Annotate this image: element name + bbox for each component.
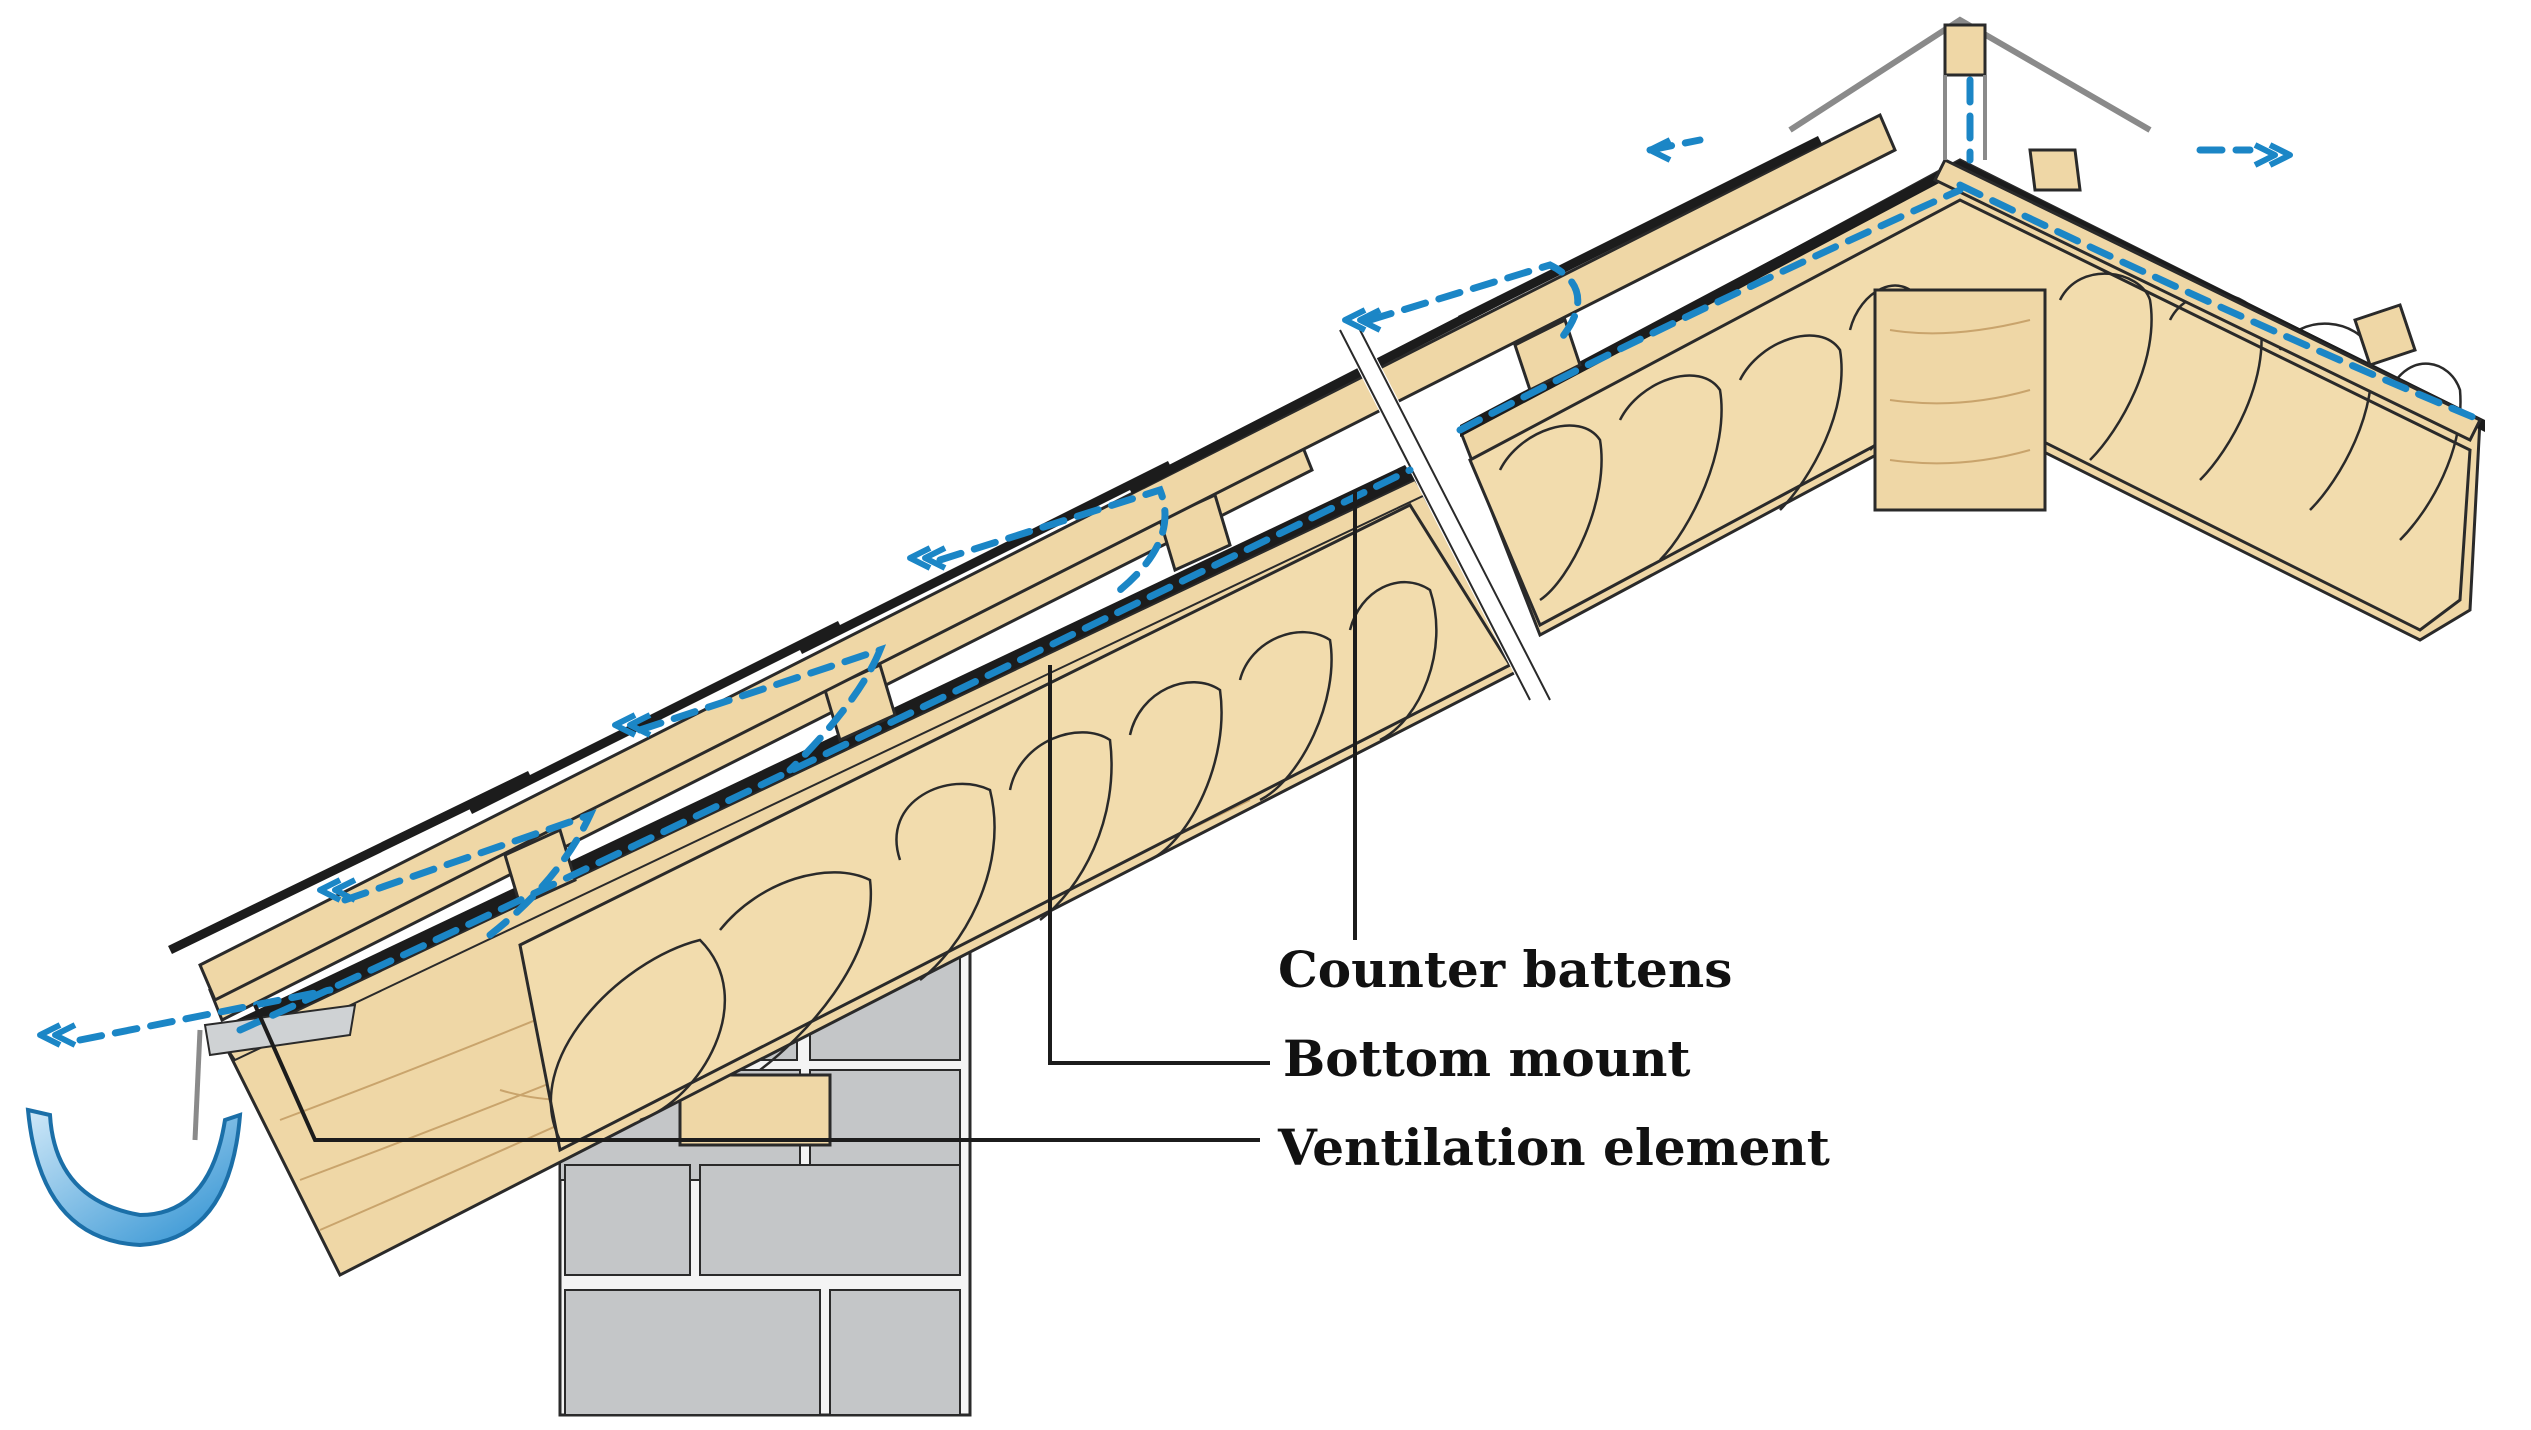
section-break-lines bbox=[1339, 324, 1551, 706]
right-rafter-section bbox=[1458, 148, 2485, 642]
gutter bbox=[25, 1003, 357, 1248]
ridge-cap bbox=[1788, 16, 2152, 160]
gutter-icon bbox=[25, 1107, 243, 1248]
label-counter-battens: Counter battens bbox=[1278, 940, 1732, 999]
leader-ventilation-element bbox=[253, 1004, 1260, 1142]
leader-bottom-mount bbox=[1048, 665, 1270, 1065]
label-ventilation-element: Ventilation element bbox=[1277, 1118, 1830, 1177]
airflow-arrow-icon bbox=[37, 137, 2293, 1048]
left-roof-covering bbox=[168, 112, 1897, 1003]
airflow-paths bbox=[76, 76, 2484, 1044]
label-bottom-mount: Bottom mount bbox=[1283, 1029, 1691, 1088]
leader-lines bbox=[253, 490, 1357, 1142]
